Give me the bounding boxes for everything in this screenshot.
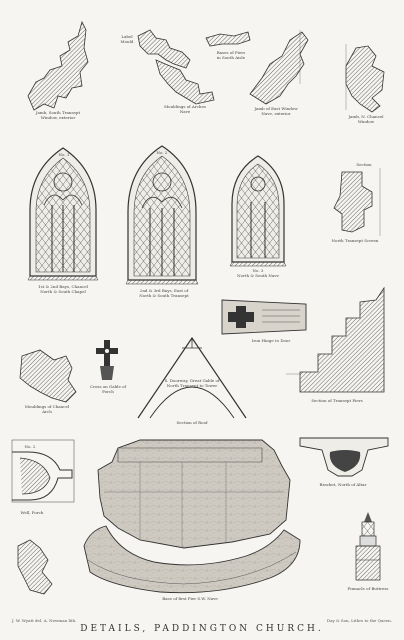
caption-arch-mouldings: Mouldings of Arches Nave bbox=[164, 104, 206, 114]
chancel-arch-profile bbox=[19, 349, 77, 403]
caption-label-mould: Label Mould bbox=[120, 34, 134, 44]
pinnacle-buttress bbox=[355, 512, 381, 581]
caption-jamb-east-window: Jamb of East Window Nave, exterior bbox=[254, 106, 298, 116]
iron-hinge bbox=[221, 299, 307, 335]
profile-jamb-south-transept bbox=[27, 20, 89, 111]
caption-pier-base: Base of first Pier S.W. Nave bbox=[162, 596, 218, 601]
bracket-north-altar bbox=[299, 437, 389, 477]
caption-doorway: S. Doorway, Great Gable of North Transep… bbox=[164, 378, 220, 388]
caption-jamb-transept: Jamb, South Transept Window, exterior bbox=[35, 110, 81, 120]
caption-well-porch: Well, Porch bbox=[20, 510, 44, 515]
caption-pinnacle: Pinnacle of Buttress bbox=[347, 586, 389, 591]
profile-arch-mouldings bbox=[155, 59, 215, 105]
transept-pier-section bbox=[286, 286, 385, 393]
gable-cross bbox=[96, 340, 118, 380]
credit-left: J. W. Wyatt del. A. Newman lith. bbox=[12, 618, 77, 623]
caption-pier-bases: Bases of Piers in South Aisle bbox=[216, 50, 246, 60]
pier-base bbox=[83, 439, 301, 594]
caption-window-no3: No. 3 North & South Nave bbox=[237, 268, 279, 278]
label-no2-arch: No. 2 bbox=[24, 444, 36, 449]
caption-roof: Section of Roof bbox=[176, 420, 208, 425]
profile-pier-bases bbox=[205, 31, 251, 47]
caption-transept-piers: Section of Transept Piers bbox=[311, 398, 363, 403]
profile-label-mould bbox=[137, 29, 191, 69]
arch-profile-no2 bbox=[11, 439, 75, 503]
credit-right: Day & Son, Lithrs to the Queen. bbox=[326, 618, 392, 623]
roof-truss bbox=[137, 336, 247, 419]
window-no1 bbox=[27, 147, 99, 281]
plate-title: DETAILS, PADDINGTON CHURCH. bbox=[80, 624, 324, 634]
label-no2: No. 2 bbox=[156, 150, 168, 155]
well-porch-profile bbox=[17, 539, 53, 595]
window-no2 bbox=[125, 145, 199, 285]
caption-gable-cross: Cross on Gable of Porch bbox=[90, 384, 126, 394]
profile-jamb-chancel-window bbox=[345, 44, 385, 113]
caption-bracket: Bracket, North of Altar bbox=[319, 482, 367, 487]
caption-bays-transept: 2nd & 3rd Bays, East of North & South Tr… bbox=[139, 288, 189, 298]
section-drawing bbox=[333, 168, 381, 236]
caption-bays-chancel: 1st & 2nd Bays, Chancel North & South Ch… bbox=[38, 284, 88, 294]
profile-jamb-east-window bbox=[249, 30, 309, 105]
caption-section: Section bbox=[356, 162, 372, 167]
caption-chancel-arch: Mouldings of Chancel Arch bbox=[24, 404, 70, 414]
caption-transept-screen: North Transept Screen bbox=[331, 238, 379, 243]
caption-iron-hinge: Iron Hinge to Door bbox=[251, 338, 291, 343]
window-no3 bbox=[229, 155, 287, 267]
label-no1: No. 1 bbox=[58, 152, 70, 157]
caption-jamb-chancel: Jamb, N. Chancel Window bbox=[348, 114, 384, 124]
